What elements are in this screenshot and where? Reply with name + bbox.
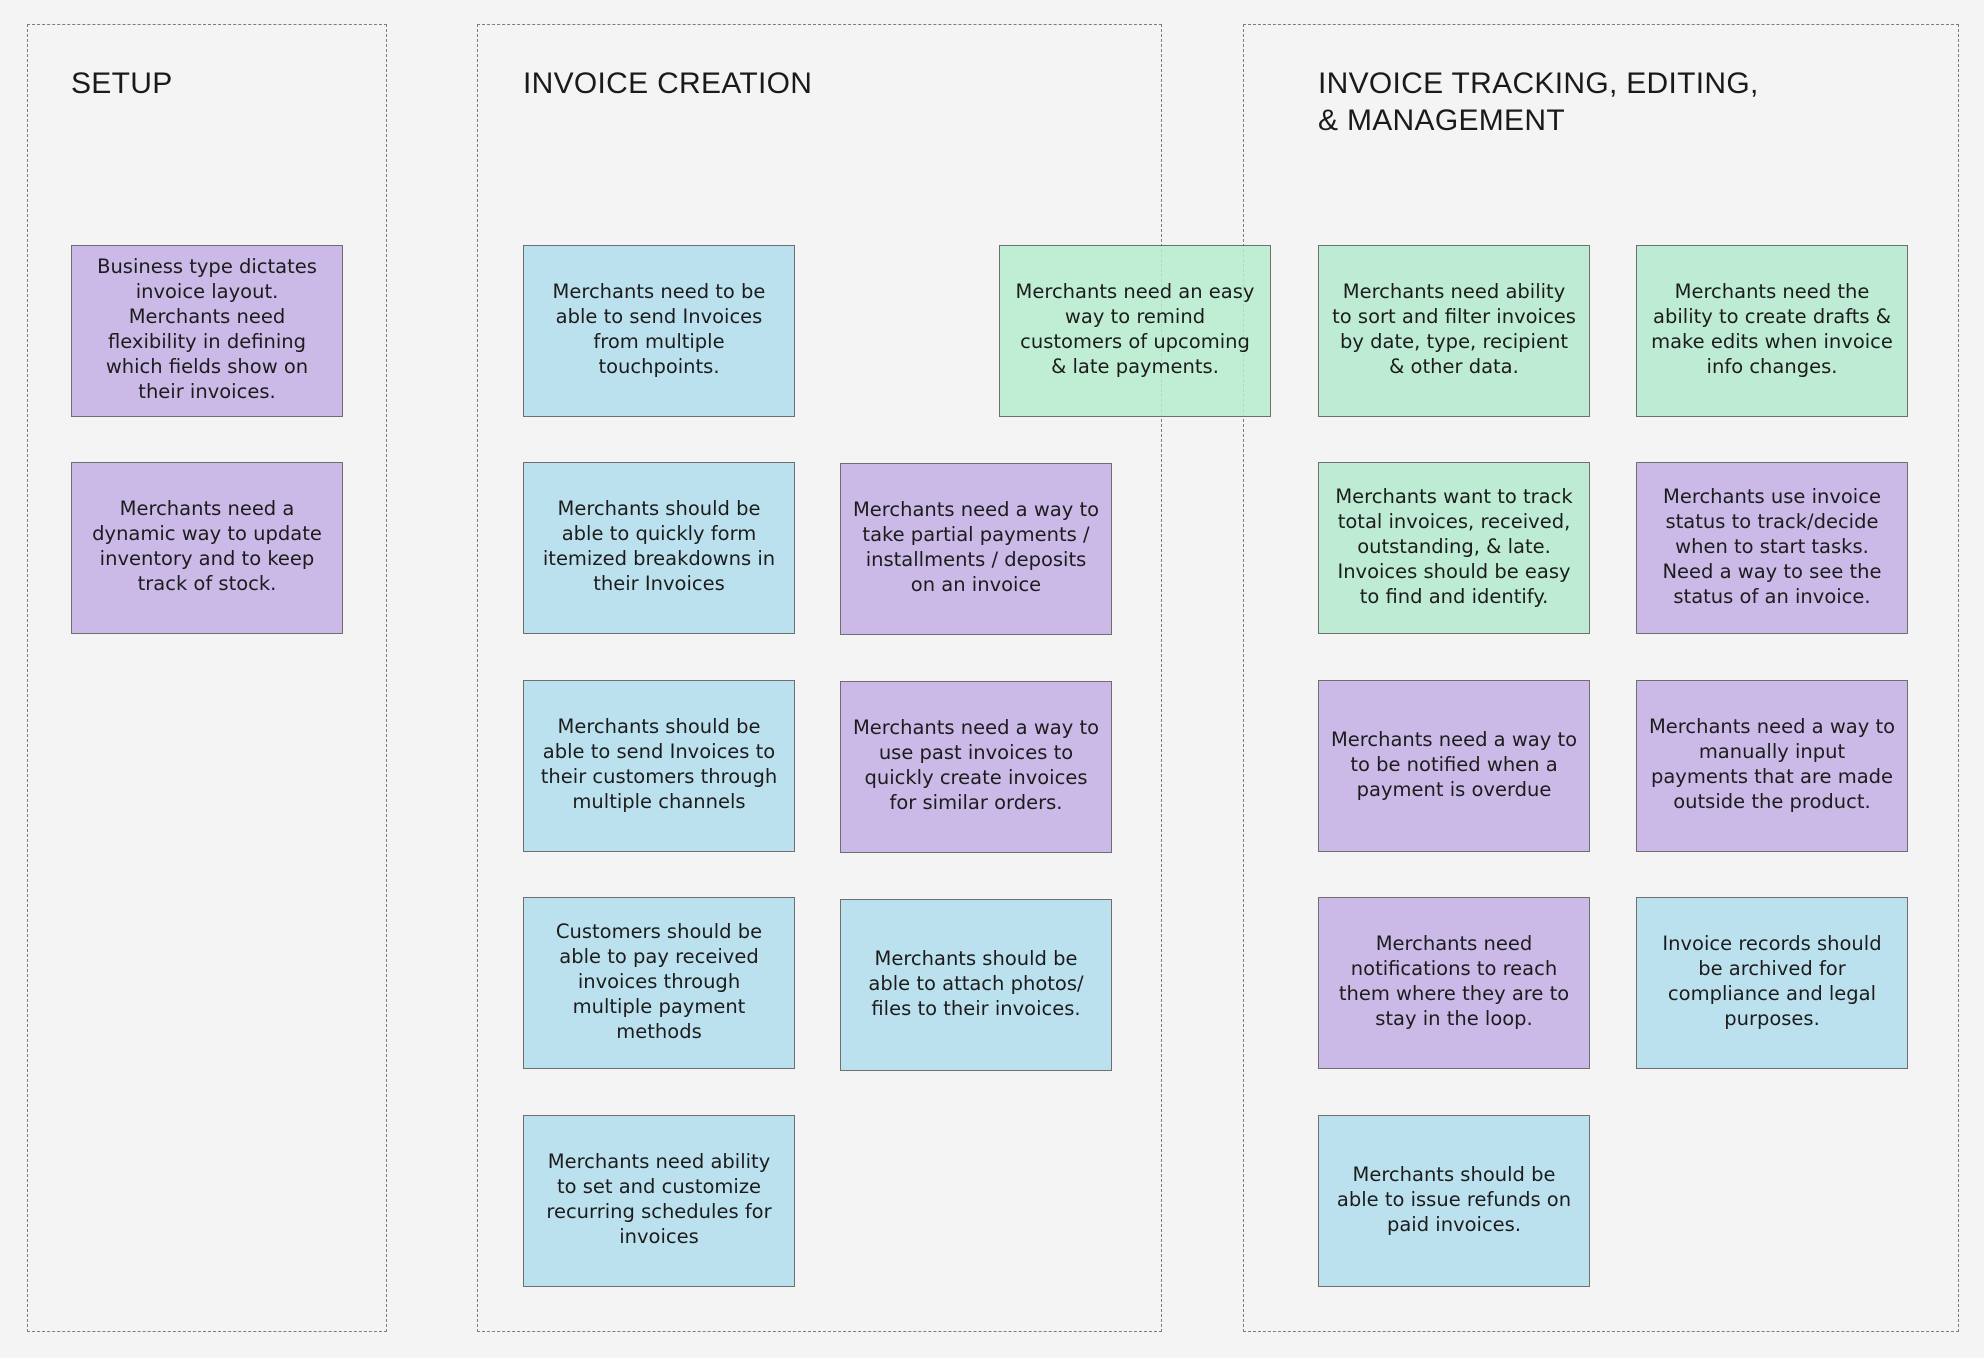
sticky-note[interactable]: Merchants should be able to send Invoice… — [523, 680, 795, 852]
sticky-note-reminder[interactable]: Merchants need an easy way to remind cus… — [999, 245, 1271, 417]
sticky-note[interactable]: Merchants need a dynamic way to update i… — [71, 462, 343, 634]
sticky-note[interactable]: Merchants need a way to use past invoice… — [840, 681, 1112, 853]
sticky-note[interactable]: Merchants need ability to sort and filte… — [1318, 245, 1590, 417]
sticky-note[interactable]: Merchants need a way to to be notified w… — [1318, 680, 1590, 852]
sticky-note[interactable]: Merchants need ability to set and custom… — [523, 1115, 795, 1287]
sticky-note[interactable]: Merchants want to track total invoices, … — [1318, 462, 1590, 634]
invoice-creation-title: INVOICE CREATION — [523, 67, 813, 100]
sticky-note[interactable]: Business type dictates invoice layout. M… — [71, 245, 343, 417]
sticky-note[interactable]: Merchants use invoice status to track/de… — [1636, 462, 1908, 634]
invoice-tracking-section — [1243, 24, 1959, 1332]
sticky-note[interactable]: Merchants need notifications to reach th… — [1318, 897, 1590, 1069]
sticky-note[interactable]: Customers should be able to pay received… — [523, 897, 795, 1069]
sticky-note[interactable]: Merchants should be able to attach photo… — [840, 899, 1112, 1071]
sticky-note[interactable]: Merchants should be able to issue refund… — [1318, 1115, 1590, 1287]
invoice-tracking-title: INVOICE TRACKING, EDITING, & MANAGEMENT — [1318, 67, 1759, 137]
sticky-note[interactable]: Merchants need the ability to create dra… — [1636, 245, 1908, 417]
sticky-note[interactable]: Invoice records should be archived for c… — [1636, 897, 1908, 1069]
sticky-note[interactable]: Merchants should be able to quickly form… — [523, 462, 795, 634]
sticky-note[interactable]: Merchants need to be able to send Invoic… — [523, 245, 795, 417]
sticky-note[interactable]: Merchants need a way to manually input p… — [1636, 680, 1908, 852]
setup-title: SETUP — [71, 67, 173, 100]
sticky-note[interactable]: Merchants need a way to take partial pay… — [840, 463, 1112, 635]
invoice-creation-section — [477, 24, 1162, 1332]
setup-section — [27, 24, 387, 1332]
